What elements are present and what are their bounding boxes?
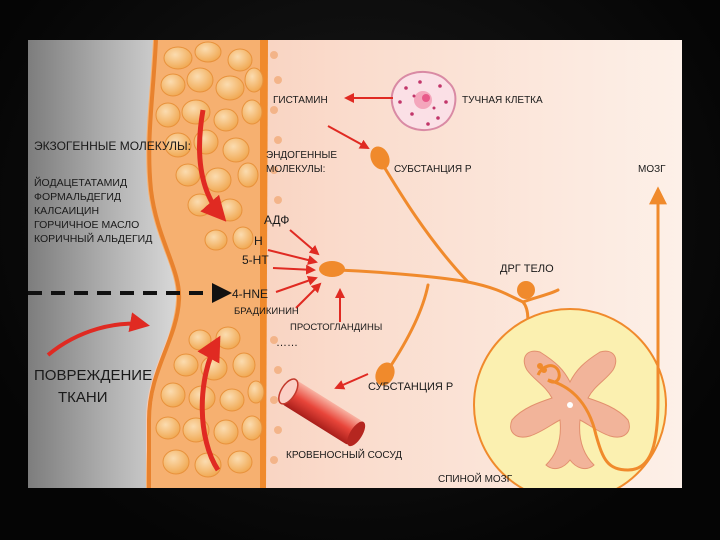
nociception-diagram: ЭКЗОГЕННЫЕ МОЛЕКУЛЫ: ЙОДАЦЕТАТАМИД ФОРМА… (28, 40, 682, 488)
endogenous-label-line1: ЭНДОГЕННЫЕ (266, 150, 337, 161)
tissue-cells (155, 41, 265, 478)
ascending-tract-to-brain (547, 186, 667, 472)
dermis-pattern (270, 51, 282, 464)
exogenous-title: ЭКЗОГЕННЫЕ МОЛЕКУЛЫ: (34, 139, 191, 153)
exogenous-item-1: ЙОДАЦЕТАТАМИД (34, 176, 127, 189)
nerve-ending-bottom (375, 362, 395, 386)
bradykinin-label: БРАДИКИНИН (234, 306, 299, 317)
substance-p-top-label: СУБСТАНЦИЯ Р (394, 164, 472, 175)
hne-label: 4-HNE (232, 287, 268, 301)
mediator-arrows (267, 93, 393, 390)
spinal-cord-cross-section-icon (473, 308, 667, 488)
tissue-damage-arrow (46, 312, 150, 357)
brain-label: МОЗГ (638, 164, 666, 175)
tissue-damage-label-line2: ТКАНИ (58, 389, 108, 406)
exogenous-penetration-arrow (197, 109, 227, 222)
prostaglandins-label: ПРОСТОГЛАНДИНЫ (290, 322, 382, 333)
drg-cell-body (517, 281, 535, 299)
nerve-ending-middle (319, 261, 345, 277)
tissue-damage-label-line1: ПОВРЕЖДЕНИЕ (34, 367, 152, 384)
blood-vessel-label: КРОВЕНОСНЫЙ СОСУД (286, 448, 402, 461)
exogenous-item-5: КОРИЧНЫЙ АЛЬДЕГИД (34, 232, 152, 245)
mast-cell-icon (390, 71, 457, 131)
damage-release-arrow (197, 335, 221, 472)
skin-tissue-boundary (147, 40, 182, 488)
nerve-ending-top (370, 146, 390, 170)
mast-cell-label: ТУЧНАЯ КЛЕТКА (462, 95, 543, 106)
drg-body-label: ДРГ ТЕЛО (500, 263, 554, 275)
ellipsis-label: …… (276, 337, 298, 349)
exogenous-item-3: КАЛСАИЦИН (34, 205, 99, 217)
histamine-label: ГИСТАМИН (273, 95, 328, 106)
endogenous-label-line2: МОЛЕКУЛЫ: (266, 164, 325, 175)
serotonin-label: 5-НТ (242, 253, 269, 267)
h-ion-label: Н (254, 234, 263, 248)
exogenous-item-4: ГОРЧИЧНОЕ МАСЛО (34, 219, 139, 231)
blood-vessel-icon (278, 378, 366, 447)
tissue-border (260, 40, 268, 488)
substance-p-bottom-label: СУБСТАНЦИЯ Р (368, 381, 453, 393)
exogenous-item-2: ФОРМАЛЬДЕГИД (34, 191, 121, 203)
spinal-cord-label: СПИНОЙ МОЗГ (438, 472, 513, 485)
adf-label: АДФ (264, 213, 289, 227)
skin-surface-layer (28, 40, 177, 488)
